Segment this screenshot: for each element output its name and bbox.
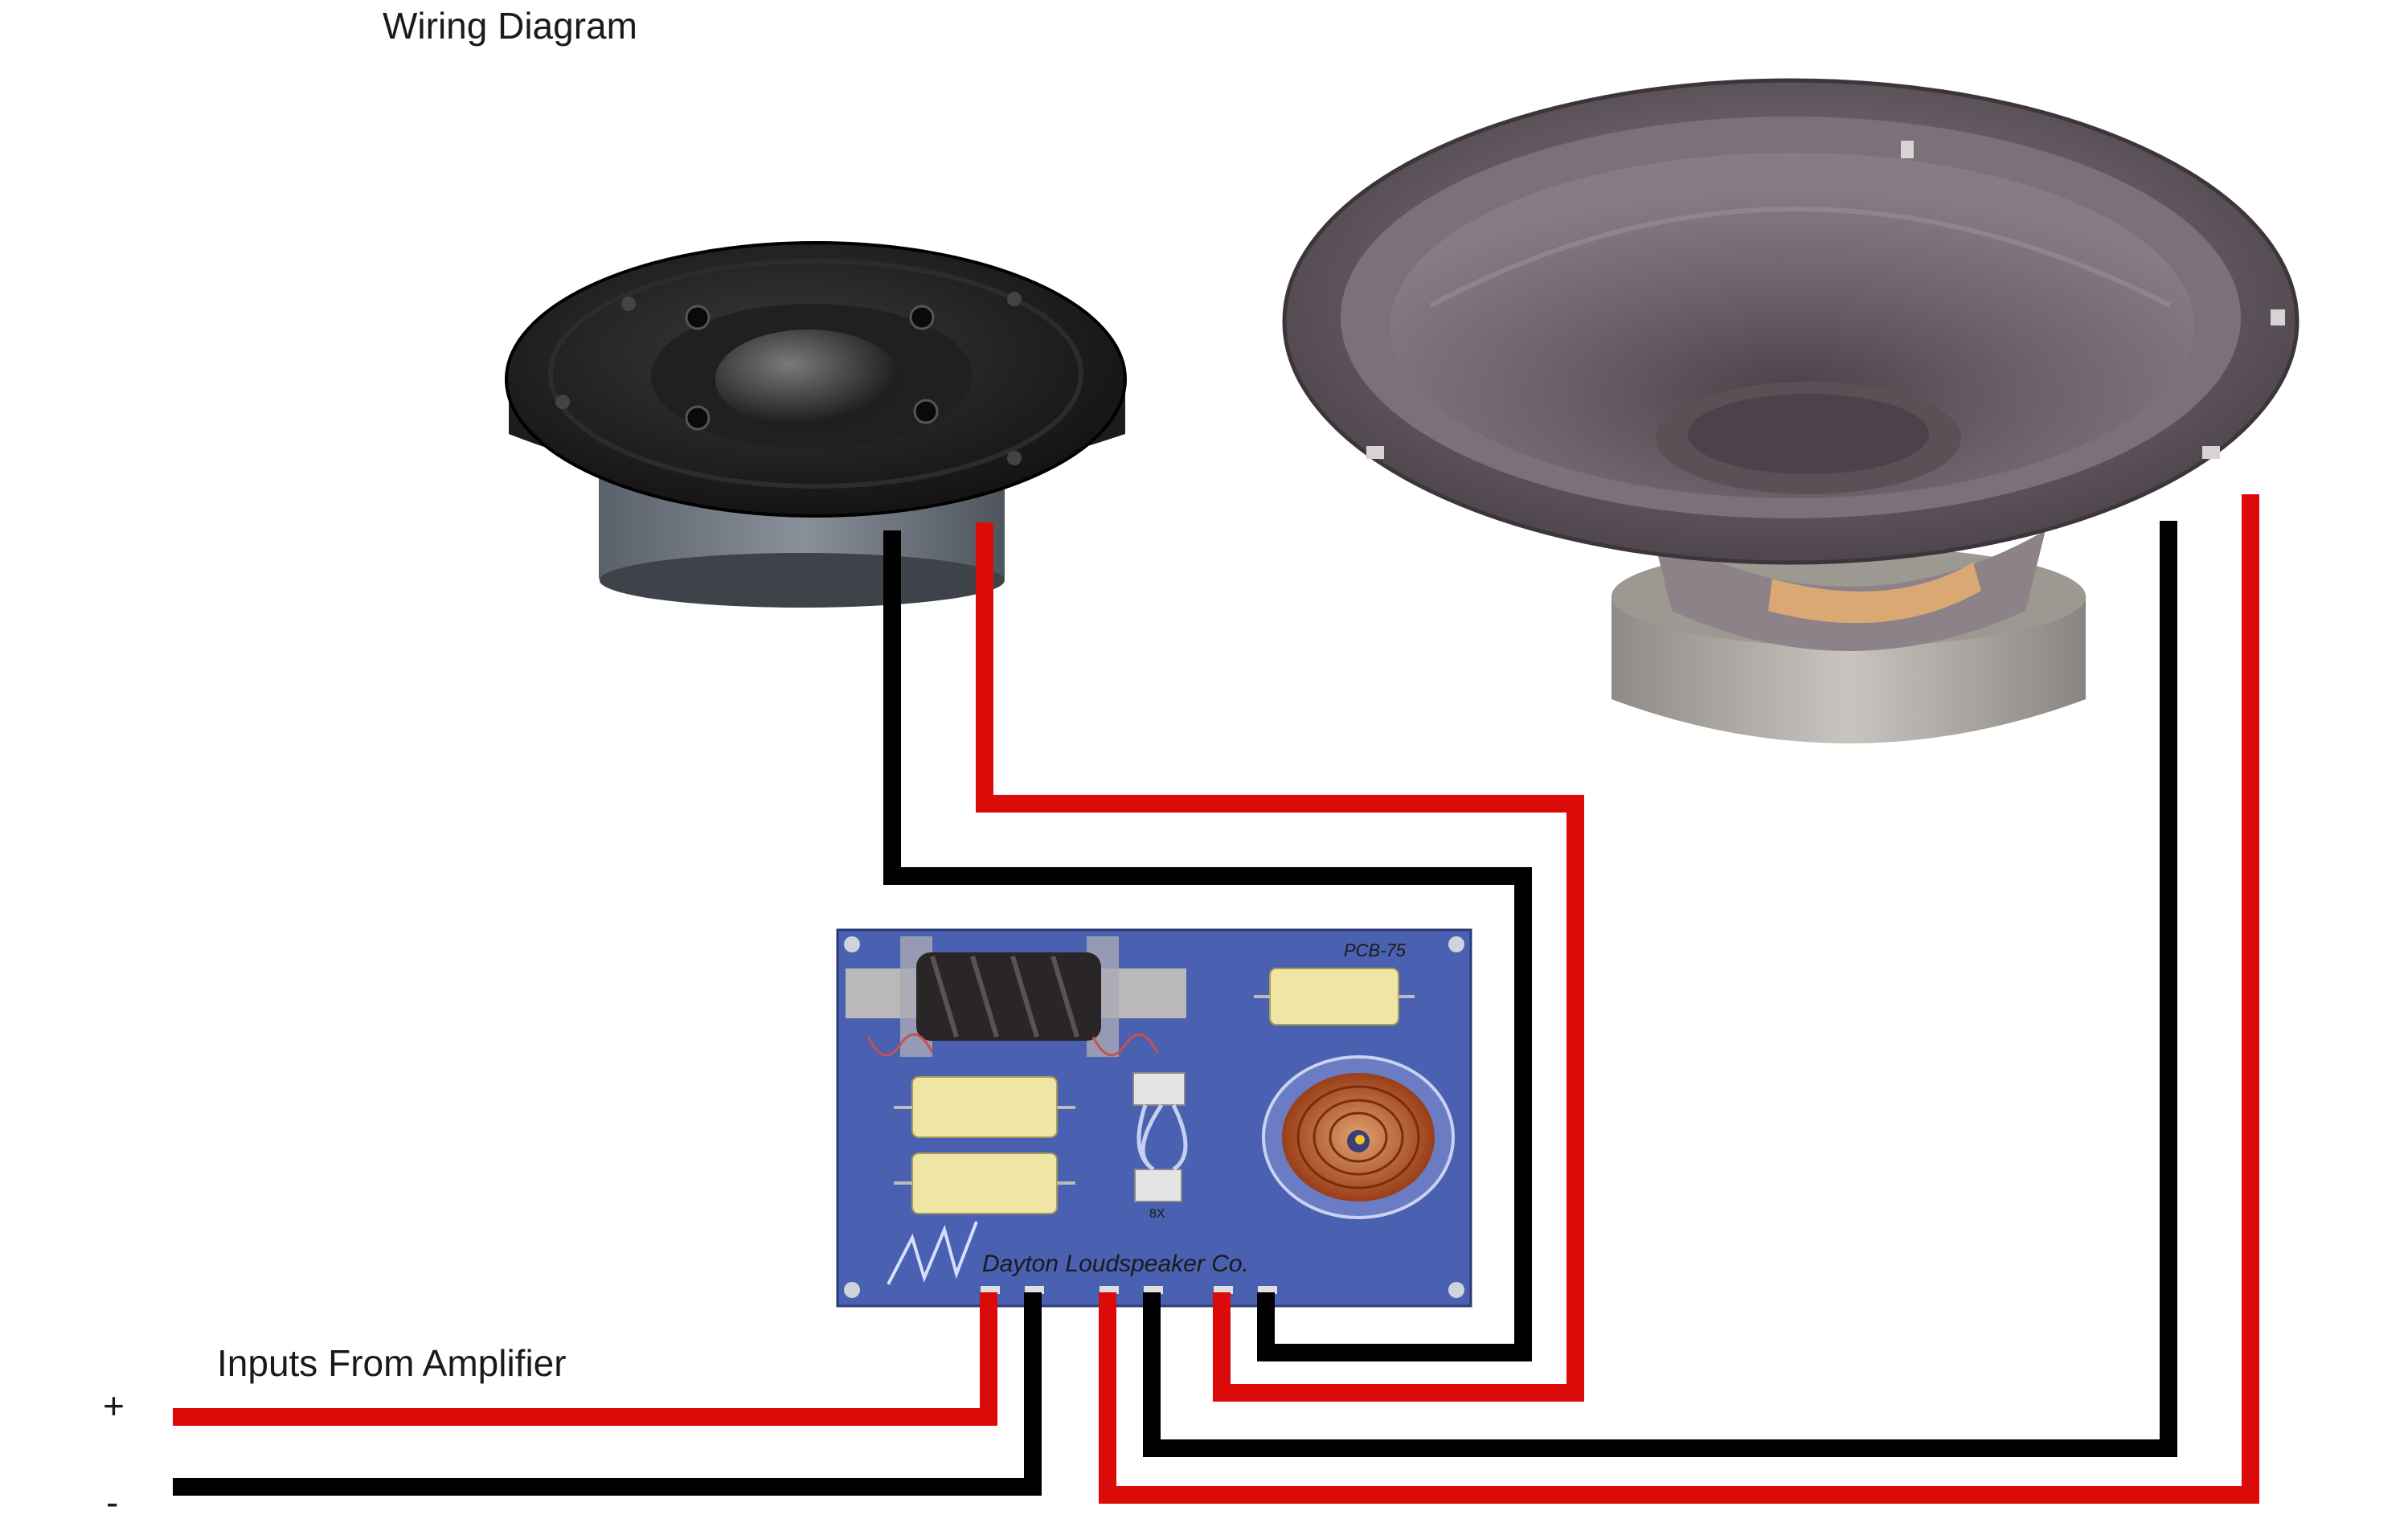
- tweeter-image: [505, 241, 1127, 608]
- tweeter-negative-wire: [883, 530, 1532, 1361]
- woofer-image: [1282, 78, 2299, 743]
- capacitor-top-right: [1254, 968, 1415, 1026]
- pcb-model-label: PCB-75: [1344, 940, 1407, 960]
- capacitor-middle-left: [894, 1076, 1075, 1138]
- woofer-negative-wire: [1143, 521, 2177, 1457]
- pcb-terminals: [981, 1286, 1277, 1294]
- woofer-positive-wire: [1099, 494, 2259, 1504]
- inductor-component: [846, 936, 1186, 1057]
- pcb-brand-label: Dayton Loudspeaker Co.: [982, 1251, 1249, 1277]
- amplifier-inputs-label: Inputs From Amplifier: [217, 1342, 567, 1384]
- capacitor-lower-left: [894, 1152, 1075, 1214]
- jumper-header: 8X: [1132, 1072, 1188, 1221]
- amp-positive-wire: [173, 1292, 997, 1426]
- jumper-label: 8X: [1149, 1207, 1165, 1221]
- amp-negative-wire: [173, 1292, 1042, 1496]
- positive-sign: +: [103, 1385, 125, 1427]
- diagram-title: Wiring Diagram: [383, 5, 637, 47]
- dayton-logo: [887, 1221, 978, 1285]
- wiring: [173, 494, 2259, 1504]
- tweeter-positive-wire: [976, 522, 1584, 1402]
- air-core-coil: [1262, 1055, 1455, 1219]
- negative-sign: -: [106, 1481, 118, 1523]
- crossover-board: 8X Dayton Loudspeaker Co. PCB-75: [836, 928, 1472, 1308]
